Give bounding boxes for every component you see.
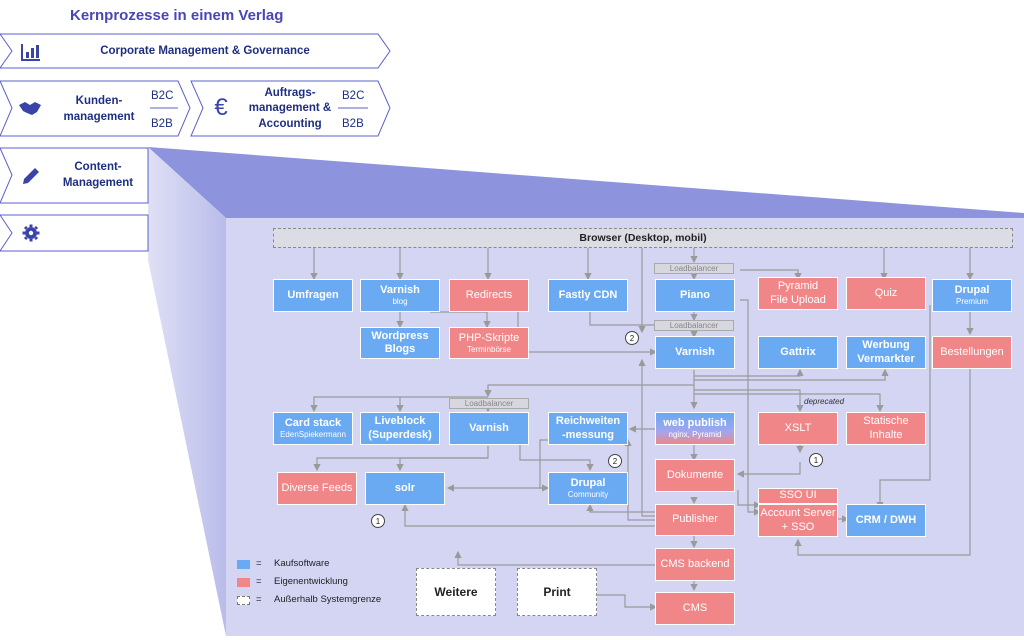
euro-icon: € <box>214 94 228 121</box>
auftrag-b2c[interactable]: B2C <box>342 90 365 102</box>
kunden-b2c[interactable]: B2C <box>151 90 174 102</box>
band-auftrag-shape <box>190 80 391 137</box>
marker-one-xslt: 1 <box>809 453 823 467</box>
box-solr[interactable]: solr <box>365 472 445 505</box>
browser-bar[interactable]: Browser (Desktop, mobil) <box>273 228 1013 248</box>
marker-two-top: 2 <box>625 331 639 345</box>
marker-two-mid: 2 <box>608 454 622 468</box>
projection-top <box>148 147 1024 218</box>
band-settings-shape <box>0 214 149 252</box>
page-title: Kernprozesse in einem Verlag <box>70 7 284 24</box>
handshake-icon <box>16 96 44 120</box>
box-print[interactable]: Print <box>517 568 597 616</box>
box-piano[interactable]: Piano <box>655 279 735 312</box>
box-account-server[interactable]: Account Server + SSO <box>758 504 838 537</box>
box-xslt[interactable]: XSLT <box>758 412 838 445</box>
gear-icon[interactable] <box>18 221 44 245</box>
projection-side <box>148 147 226 636</box>
loadbalancer-mid: Loadbalancer <box>654 320 734 331</box>
box-diverse-feeds[interactable]: Diverse Feeds <box>277 472 357 505</box>
box-quiz[interactable]: Quiz <box>846 277 926 310</box>
legend-kauf: Kaufsoftware <box>274 558 330 569</box>
band-corporate-label[interactable]: Corporate Management & Governance <box>100 45 310 58</box>
box-bestellungen[interactable]: Bestellungen <box>932 336 1012 369</box>
box-publisher[interactable]: Publisher <box>655 504 735 536</box>
box-crm-dwh[interactable]: CRM / DWH <box>846 504 926 537</box>
band-auftrag-label[interactable]: Auftrags- management & Accounting <box>248 86 332 130</box>
band-content-label[interactable]: Content- Management <box>62 161 134 189</box>
box-gattrix[interactable]: Gattrix <box>758 336 838 369</box>
loadbalancer-top: Loadbalancer <box>654 263 734 274</box>
box-wordpress-blogs[interactable]: Wordpress Blogs <box>360 327 440 359</box>
marker-one-solr: 1 <box>371 514 385 528</box>
legend-swatch-eigen <box>237 578 250 587</box>
box-pyramid-file-upload[interactable]: Pyramid File Upload <box>758 277 838 310</box>
box-fastly-cdn[interactable]: Fastly CDN <box>548 279 628 312</box>
band-content-shape <box>0 147 149 204</box>
legend-eq-kauf: = <box>256 558 262 569</box>
legend-eq-ausser: = <box>256 594 262 605</box>
legend-eq-eigen: = <box>256 576 262 587</box>
box-werbung-vermarkter[interactable]: Werbung Vermarkter <box>846 336 926 369</box>
band-corporate-shape <box>0 33 391 69</box>
legend-eigen: Eigenentwicklung <box>274 576 348 587</box>
band-kunden-label[interactable]: Kunden- management <box>63 95 135 123</box>
deprecated-note: deprecated <box>804 397 845 406</box>
box-varnish-lb[interactable]: Varnish <box>449 412 529 445</box>
loadbalancer-left: Loadbalancer <box>449 398 529 409</box>
auftrag-b2b[interactable]: B2B <box>342 118 364 130</box>
band-kunden-shape <box>0 80 191 137</box>
box-dokumente[interactable]: Dokumente <box>655 459 735 492</box>
legend-swatch-kauf <box>237 560 250 569</box>
box-cms-backend[interactable]: CMS backend <box>655 548 735 581</box>
box-reichweitenmessung[interactable]: Reichweiten -messung <box>548 412 628 445</box>
box-redirects[interactable]: Redirects <box>449 279 529 312</box>
legend-swatch-ausser <box>237 596 250 605</box>
pencil-icon <box>18 164 44 188</box>
box-statische-inhalte[interactable]: Statische Inhalte <box>846 412 926 445</box>
legend-ausser: Außerhalb Systemgrenze <box>274 594 382 605</box>
bar-chart-icon <box>18 40 44 64</box>
kunden-b2b[interactable]: B2B <box>151 118 173 130</box>
box-varnish-main[interactable]: Varnish <box>655 336 735 369</box>
box-weitere[interactable]: Weitere <box>416 568 496 616</box>
box-sso-ui[interactable]: SSO UI <box>758 488 838 504</box>
box-umfragen[interactable]: Umfragen <box>273 279 353 312</box>
box-cms[interactable]: CMS <box>655 592 735 625</box>
box-liveblock[interactable]: Liveblock (Superdesk) <box>360 412 440 445</box>
